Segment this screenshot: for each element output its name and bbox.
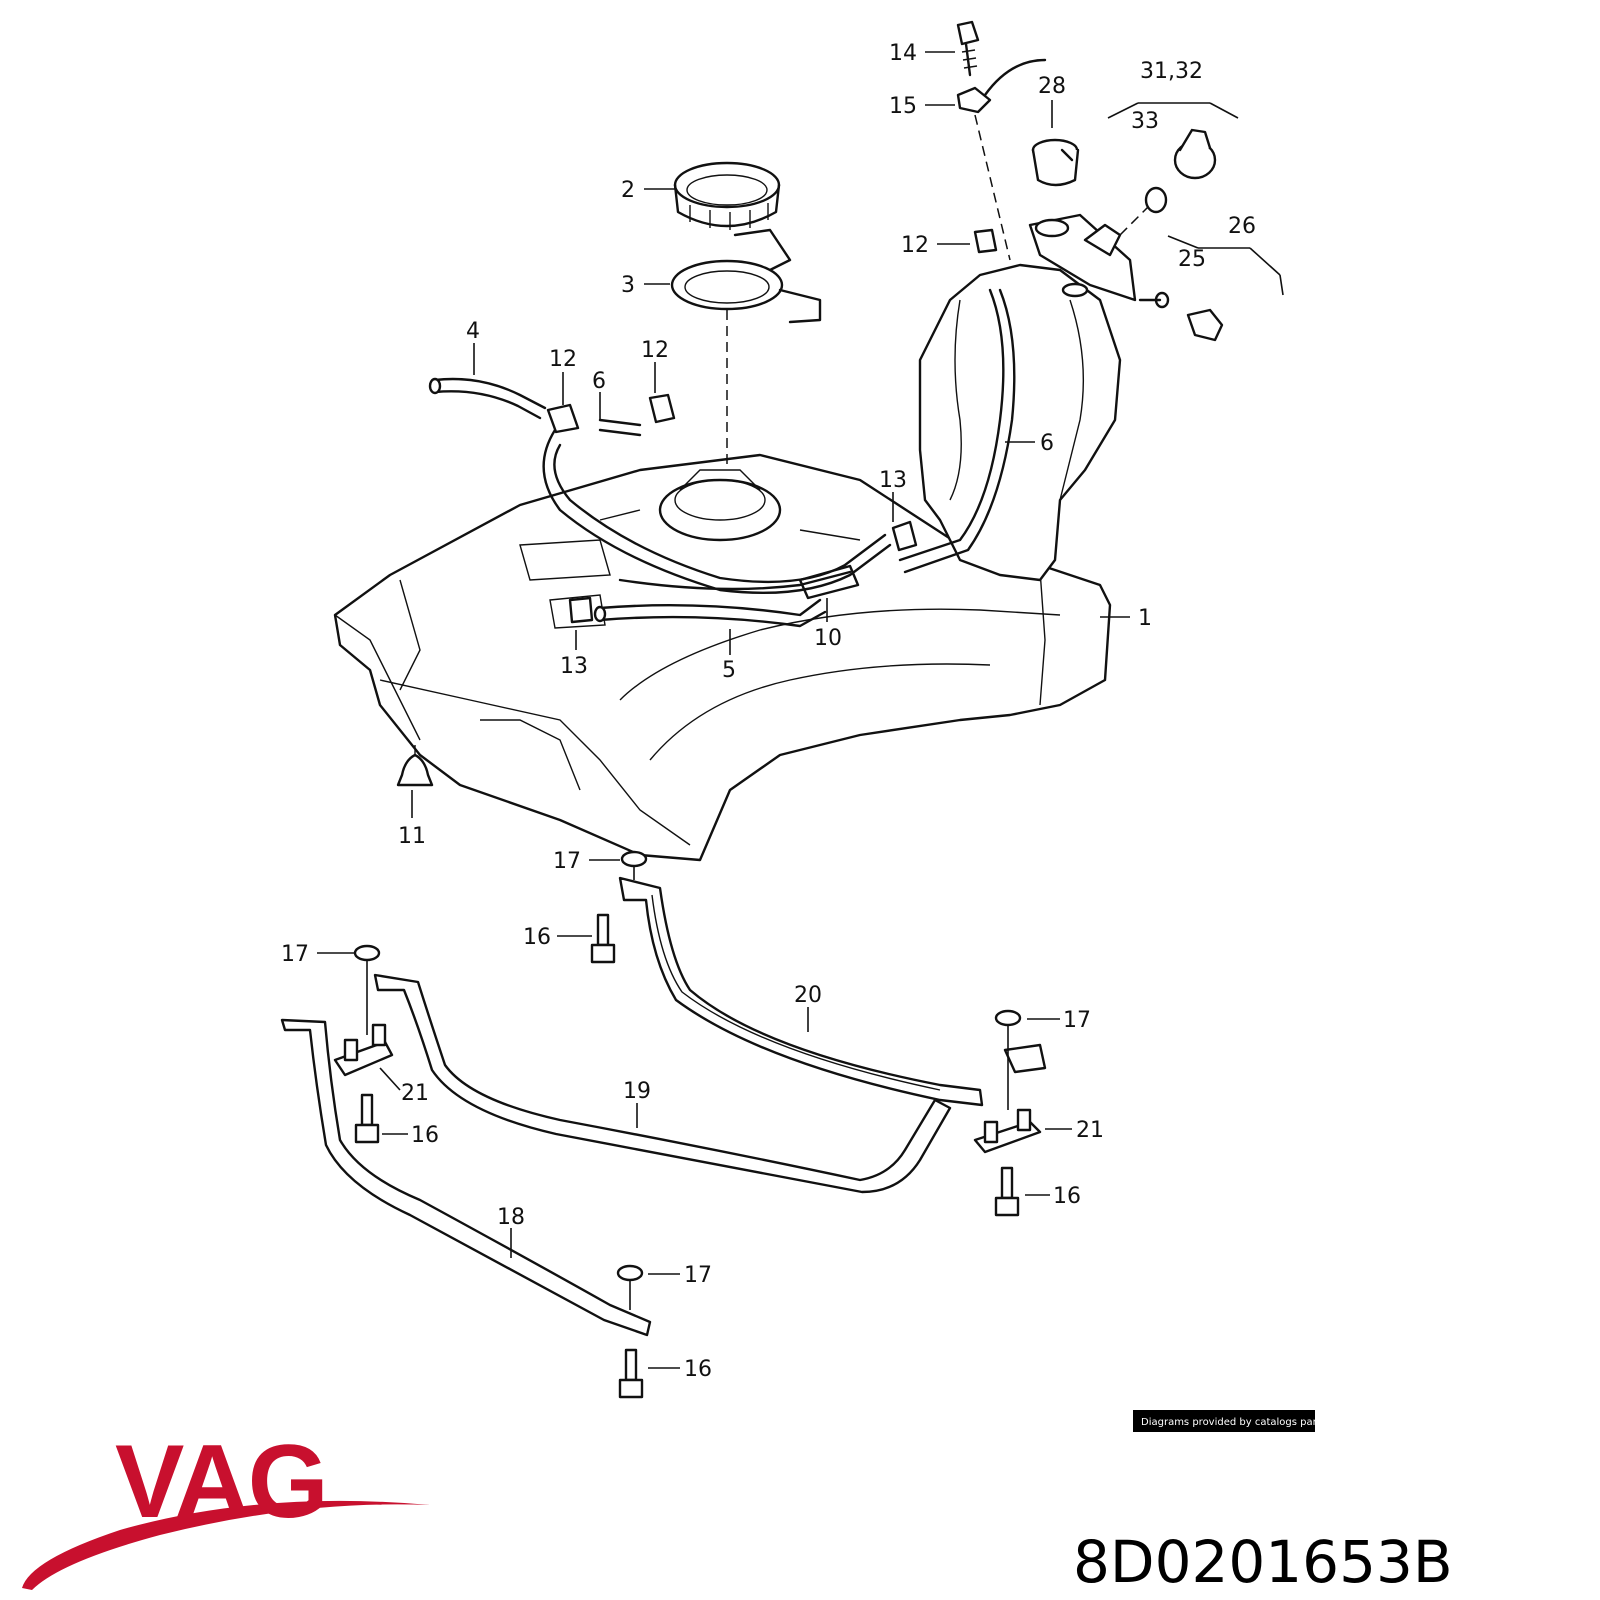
cap-28 xyxy=(1031,138,1080,187)
clamp-12-a xyxy=(546,403,580,434)
callout-26: 26 xyxy=(1228,214,1256,239)
callouts: 1 2 3 4 5 6 6 10 11 12 12 12 13 13 14 15… xyxy=(281,41,1256,1382)
callout-13-b: 13 xyxy=(560,654,588,679)
callout-21-right: 21 xyxy=(1076,1118,1104,1143)
clamp-13-b xyxy=(568,596,594,624)
callout-12-c: 12 xyxy=(901,233,929,258)
strap-20 xyxy=(618,876,984,1107)
locking-ring xyxy=(673,161,781,230)
callout-11: 11 xyxy=(398,824,426,849)
callout-10: 10 xyxy=(814,626,842,651)
callout-3: 3 xyxy=(621,273,635,298)
callout-28: 28 xyxy=(1038,74,1066,99)
callout-6-right: 6 xyxy=(1040,431,1054,456)
hose-10 xyxy=(618,564,860,600)
bracket-21-left xyxy=(333,1023,394,1077)
hose-4 xyxy=(428,377,547,420)
clamp-12-c xyxy=(973,228,998,254)
callout-17-a: 17 xyxy=(553,849,581,874)
callout-19: 19 xyxy=(623,1079,651,1104)
callout-1: 1 xyxy=(1138,606,1152,631)
buffer-11 xyxy=(396,745,434,787)
strap-18 xyxy=(280,1018,652,1337)
bracket-21-right xyxy=(973,1043,1047,1154)
logo-text: VAG xyxy=(115,1424,327,1540)
credit-banner: Diagrams provided by catalogs parts xyxy=(1133,1410,1326,1432)
washer-17-d xyxy=(616,1264,644,1282)
washer-17-c xyxy=(994,1009,1022,1027)
callout-33: 33 xyxy=(1131,109,1159,134)
earth-strap-15 xyxy=(956,58,1047,114)
valve-25-26 xyxy=(1138,291,1224,342)
callout-16-a: 16 xyxy=(523,925,551,950)
callout-16-c: 16 xyxy=(1053,1184,1081,1209)
callout-25: 25 xyxy=(1178,247,1206,272)
callout-17-c: 17 xyxy=(1063,1008,1091,1033)
callout-31-32: 31,32 xyxy=(1140,59,1203,84)
callout-18: 18 xyxy=(497,1205,525,1230)
callout-12-a: 12 xyxy=(549,347,577,372)
washer-17-b xyxy=(353,944,381,962)
callout-2: 2 xyxy=(621,178,635,203)
fuel-tank xyxy=(333,263,1122,862)
callout-15: 15 xyxy=(889,94,917,119)
hose-5 xyxy=(593,598,827,628)
filler-head xyxy=(1028,213,1137,302)
callout-14: 14 xyxy=(889,41,917,66)
credit-text: Diagrams provided by catalogs parts xyxy=(1141,1417,1326,1428)
callout-6-left: 6 xyxy=(592,369,606,394)
callout-20: 20 xyxy=(794,983,822,1008)
callout-17-b: 17 xyxy=(281,942,309,967)
bolt-14 xyxy=(956,20,980,77)
callout-16-b: 16 xyxy=(411,1123,439,1148)
strap-19 xyxy=(373,973,952,1194)
grommet-31-32 xyxy=(1144,128,1217,214)
callout-13-a: 13 xyxy=(879,468,907,493)
callout-5: 5 xyxy=(722,658,736,683)
callout-12-b: 12 xyxy=(641,338,669,363)
callout-21-left: 21 xyxy=(401,1081,429,1106)
bolt-16-c xyxy=(994,1166,1020,1217)
bolt-16-b xyxy=(354,1093,380,1144)
callout-4: 4 xyxy=(466,319,480,344)
logo-swoosh xyxy=(22,1500,430,1590)
part-number: 8D0201653B xyxy=(1073,1528,1453,1596)
bolt-16-d xyxy=(618,1348,644,1399)
callout-16-d: 16 xyxy=(684,1357,712,1382)
clamp-12-b xyxy=(648,393,676,424)
seal-flange xyxy=(670,228,822,324)
clamp-13-a xyxy=(891,520,918,552)
washer-17-a xyxy=(620,850,648,868)
bolt-16-a xyxy=(590,913,616,964)
vag-logo: VAG xyxy=(22,1424,430,1590)
callout-17-d: 17 xyxy=(684,1263,712,1288)
